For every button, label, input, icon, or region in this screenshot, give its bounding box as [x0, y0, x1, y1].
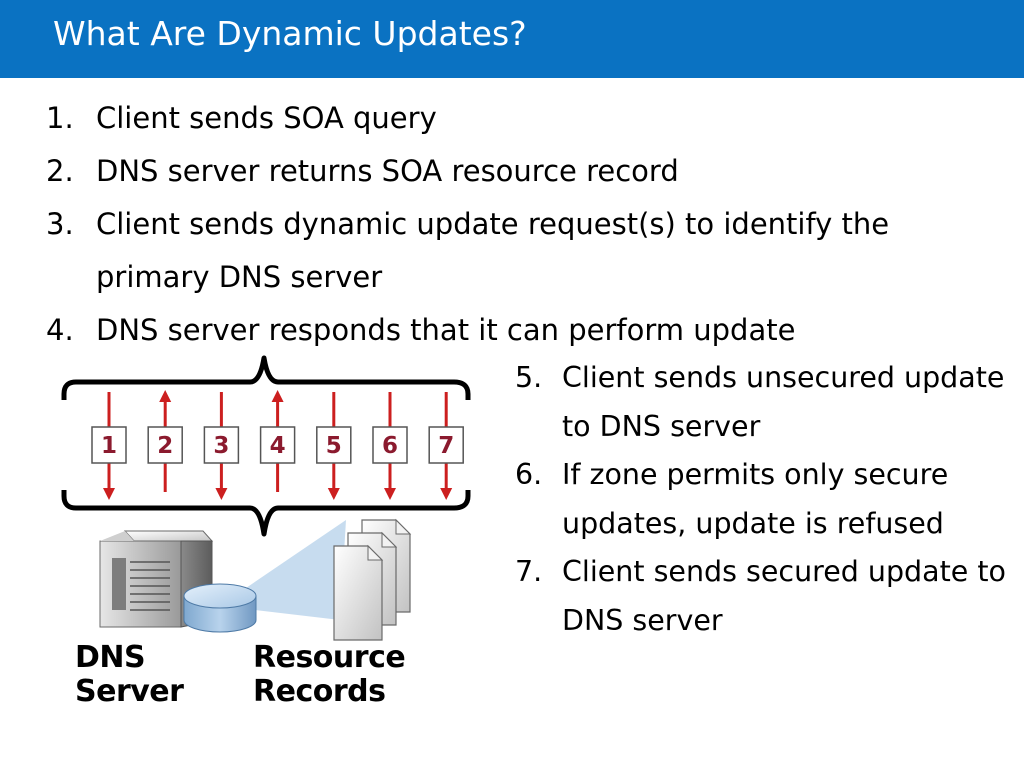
top-step-list: 1. Client sends SOA query 2. DNS server …: [46, 92, 1006, 357]
arrow-down-icon: [103, 488, 115, 500]
list-item: 1. Client sends SOA query: [46, 92, 1006, 145]
bottom-brace: [61, 490, 471, 537]
list-item-text: Client sends unsecured update to DNS ser…: [562, 361, 1005, 443]
arrow-down-icon: [440, 488, 453, 500]
right-step-list: 5. Client sends unsecured update to DNS …: [515, 354, 1015, 645]
step-5: 5: [316, 392, 352, 500]
list-item-number: 6.: [515, 458, 543, 491]
list-item-number: 5.: [515, 361, 543, 394]
arrow-up-icon: [271, 390, 284, 402]
step-box: [147, 426, 183, 464]
resource-records-label-line1: Resource: [253, 640, 406, 675]
top-brace: [61, 355, 471, 400]
list-item-text: If zone permits only secure updates, upd…: [562, 458, 949, 540]
dns-update-diagram: 1 2 3 4 5 6 7: [61, 355, 471, 641]
dns-server-label: DNS Server: [75, 640, 184, 709]
arrow-down-icon: [327, 488, 340, 500]
step-box: [316, 426, 352, 464]
step-arrows: 1 2 3 4 5 6 7: [91, 390, 464, 500]
list-item: 4. DNS server responds that it can perfo…: [46, 304, 1006, 357]
step-6: 6: [372, 392, 408, 500]
step-number: 1: [101, 433, 117, 459]
resource-records-label: Resource Records: [253, 640, 406, 709]
dns-server-label-line2: Server: [75, 674, 184, 709]
step-box: [91, 426, 127, 464]
list-item-text: DNS server responds that it can perform …: [96, 313, 796, 347]
list-item-text: DNS server returns SOA resource record: [96, 154, 679, 188]
list-item-number: 3.: [46, 207, 74, 241]
list-item-text: Client sends dynamic update request(s) t…: [96, 207, 890, 294]
list-item: 7. Client sends secured update to DNS se…: [515, 548, 1015, 645]
slide-title: What Are Dynamic Updates?: [53, 14, 527, 53]
arrow-down-icon: [215, 488, 228, 500]
step-4: 4: [259, 390, 296, 492]
step-3: 3: [203, 392, 240, 500]
list-item-text: Client sends SOA query: [96, 101, 437, 135]
step-number: 2: [157, 433, 173, 459]
projection-beam: [246, 520, 346, 620]
list-item-text: Client sends secured update to DNS serve…: [562, 555, 1006, 637]
list-item: 6. If zone permits only secure updates, …: [515, 451, 1015, 548]
step-1: 1: [91, 392, 127, 500]
title-bar: What Are Dynamic Updates?: [0, 0, 1024, 78]
resource-records-label-line2: Records: [253, 674, 386, 709]
step-number: 3: [213, 433, 229, 459]
list-item: 3. Client sends dynamic update request(s…: [46, 198, 1006, 304]
step-number: 6: [382, 433, 398, 459]
step-box: [428, 426, 464, 464]
list-item: 2. DNS server returns SOA resource recor…: [46, 145, 1006, 198]
arrow-down-icon: [384, 488, 396, 500]
list-item-number: 7.: [515, 555, 543, 588]
arrow-up-icon: [159, 390, 172, 402]
database-icon: [183, 583, 257, 633]
list-item-number: 2.: [46, 154, 74, 188]
step-2: 2: [147, 390, 183, 492]
records-icon: [333, 518, 412, 641]
list-item-number: 4.: [46, 313, 74, 347]
step-box: [203, 426, 240, 464]
step-box: [259, 426, 296, 464]
step-box: [372, 426, 408, 464]
step-7: 7: [428, 392, 464, 500]
step-number: 4: [270, 433, 286, 459]
dns-server-label-line1: DNS: [75, 640, 146, 675]
step-number: 5: [326, 433, 342, 459]
step-number: 7: [438, 433, 454, 459]
list-item-number: 1.: [46, 101, 74, 135]
list-item: 5. Client sends unsecured update to DNS …: [515, 354, 1015, 451]
